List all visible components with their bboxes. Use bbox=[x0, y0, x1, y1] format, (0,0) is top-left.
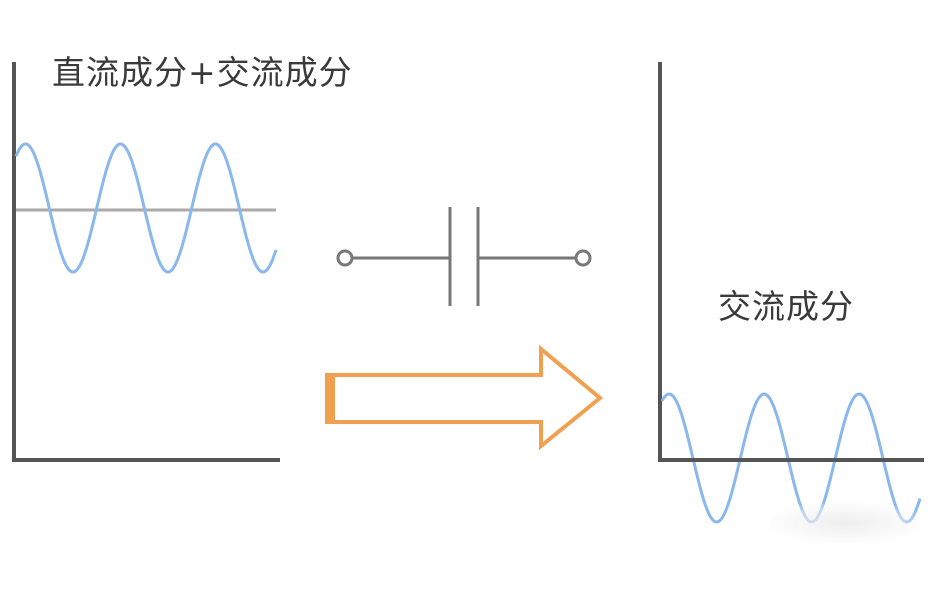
output-graph bbox=[658, 62, 924, 524]
arrow-tail-accent bbox=[326, 373, 335, 424]
output-signal-label: 交流成分 bbox=[718, 287, 854, 326]
input-wave bbox=[14, 142, 278, 274]
watermark bbox=[770, 503, 920, 543]
input-signal-label: 直流成分+交流成分 bbox=[52, 53, 353, 92]
capacitor-left-terminal bbox=[336, 249, 354, 267]
capacitor-right-terminal bbox=[574, 249, 592, 267]
right-arrow-icon bbox=[325, 344, 604, 451]
output-wave bbox=[660, 392, 922, 524]
input-graph bbox=[12, 62, 280, 462]
capacitor-symbol bbox=[336, 207, 592, 306]
